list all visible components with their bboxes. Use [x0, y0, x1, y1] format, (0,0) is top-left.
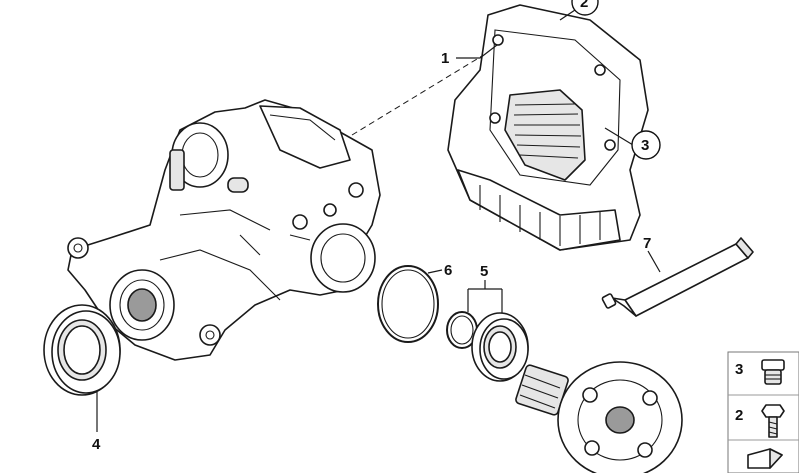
callout-5[interactable]: 5: [480, 263, 488, 280]
leader-1: [456, 44, 498, 59]
leader-7: [647, 250, 661, 273]
callout-2[interactable]: 2: [580, 0, 588, 11]
tool-pointer-icon: [747, 448, 783, 469]
seal-kit[interactable]: [446, 311, 529, 382]
legend-label-2[interactable]: 2: [735, 407, 743, 424]
bolt-icon[interactable]: [761, 404, 785, 438]
callout-1[interactable]: 1: [441, 50, 449, 67]
o-ring[interactable]: [377, 265, 439, 343]
legend-label-3[interactable]: 3: [735, 361, 743, 378]
callout-6[interactable]: 6: [444, 262, 452, 279]
small-parts-legend: 3 2: [727, 351, 799, 473]
shaft-seal-left[interactable]: [43, 304, 121, 396]
leader-5: [467, 280, 503, 313]
sealant-tube[interactable]: [601, 237, 754, 317]
callout-3[interactable]: 3: [641, 137, 649, 154]
assembly-line: [351, 44, 501, 136]
callout-7[interactable]: 7: [643, 235, 651, 252]
differential-housing[interactable]: [67, 99, 381, 361]
callout-3-circle: [631, 130, 661, 160]
callout-2-circle: [571, 0, 599, 16]
plug-icon[interactable]: [761, 359, 785, 385]
leader-6: [427, 269, 443, 274]
output-flange[interactable]: [515, 361, 683, 473]
leader-2: [559, 9, 576, 21]
callout-4[interactable]: 4: [92, 436, 101, 453]
rear-cover[interactable]: [447, 4, 649, 251]
leader-3: [604, 127, 634, 146]
